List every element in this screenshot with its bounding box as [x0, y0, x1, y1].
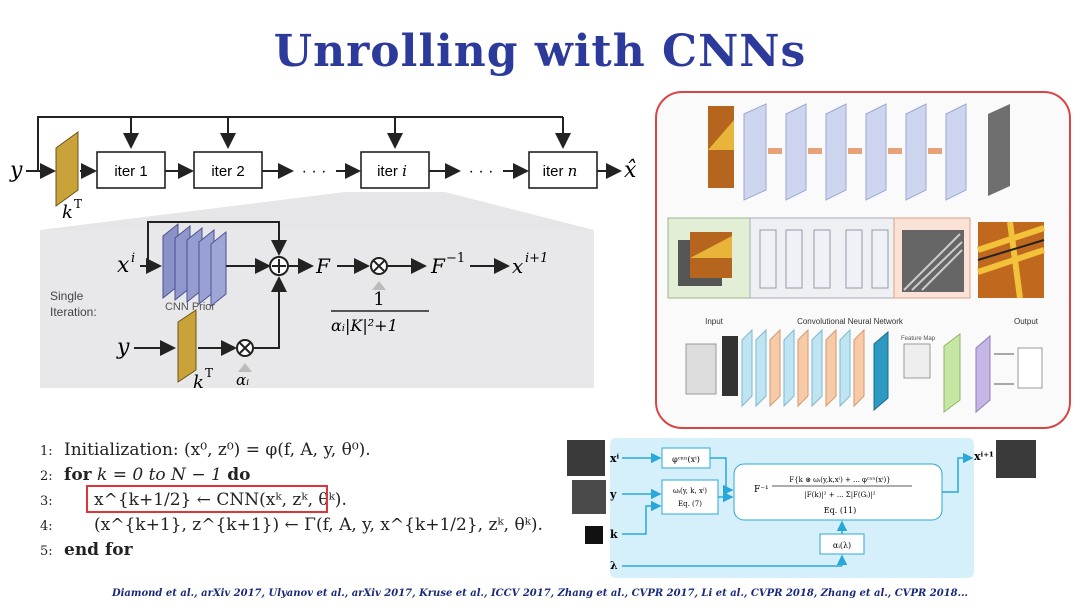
kernel-kt-sup: T — [74, 197, 82, 211]
panel3-cnn-label: Convolutional Neural Network — [797, 317, 904, 326]
fraction-numerator: 1 — [373, 289, 384, 310]
omega-box-label: ωᵢ(y, k, xⁱ) — [673, 487, 707, 495]
xi-sup: i — [131, 251, 135, 266]
formula-numerator: F{k ⊛ ωᵢ(y,k,xⁱ) + ... φᶜⁿⁿ(xⁱ)} — [789, 476, 890, 484]
x-next-sup: i+1 — [525, 251, 548, 266]
highlight-box — [86, 485, 328, 513]
cnn-prior-label: CNN Prior — [165, 301, 215, 313]
iter-2-label: iter 2 — [211, 163, 244, 180]
formula-eq-ref: Eq. (11) — [824, 506, 856, 515]
iter-ellipsis-2: · · · — [469, 163, 494, 180]
formula-denominator: |F(k)|² + ... Σ|F(Gᵢ)|² — [804, 491, 875, 499]
lower-kernel-block — [177, 309, 197, 383]
iter-ellipsis-1: · · · — [302, 163, 327, 180]
algorithm-line-2: 2:for k = 0 to N − 1 do — [40, 465, 251, 485]
algorithm-line-5: 5:end for — [40, 540, 133, 560]
diagram-lambda-label: λ — [610, 559, 618, 572]
single-iteration-label-2: Iteration: — [50, 305, 97, 319]
algorithm-block: 1:Initialization: (x⁰, z⁰) = φ(f, A, y, … — [40, 440, 543, 565]
diagram-k-label: k — [610, 528, 618, 541]
lower-kt-sup: T — [205, 366, 213, 380]
iter-i-box — [360, 151, 430, 189]
diagram-xi-label: xⁱ — [610, 452, 620, 465]
omega-box-eq: Eq. (7) — [678, 500, 702, 508]
unrolled-optimization-diagram: xⁱ y k λ xⁱ⁺¹ φᶜⁿⁿ(xⁱ) ωᵢ(y, k, xⁱ) Eq. … — [567, 438, 1036, 578]
slide-title: Unrolling with CNNs — [273, 26, 807, 77]
algorithm-line-1: 1:Initialization: (x⁰, z⁰) = φ(f, A, y, … — [40, 440, 371, 460]
iter-i-label: iter i — [377, 162, 407, 180]
fourier-F-label: F — [315, 254, 331, 278]
input-y-label: y — [9, 158, 23, 183]
algorithm-line-4: 4:(x^{k+1}, z^{k+1}) ← Γ(f, A, y, x^{k+1… — [40, 515, 543, 535]
input-y-thumb — [572, 480, 606, 514]
kernel-kt-block — [55, 131, 79, 207]
algorithm-line-3: 3:x^{k+1/2} ← CNN(xᵏ, zᵏ, θᵏ). — [40, 490, 347, 510]
inverse-fourier-label: F — [430, 254, 446, 278]
fourier-inverse-op: F⁻¹ — [754, 485, 769, 495]
iter-2-box — [193, 151, 263, 189]
alpha-box-label: αᵢ(λ) — [833, 541, 851, 550]
panel1-layers — [743, 103, 1010, 201]
input-xi-thumb — [567, 440, 605, 476]
feature-map-label: Feature Map — [901, 336, 936, 342]
kernel-kt-label: k — [62, 202, 73, 223]
panel3-output-label: Output — [1014, 317, 1039, 326]
iter-1-box — [96, 151, 166, 189]
alpha-label: αᵢ — [236, 371, 249, 389]
output-thumb — [996, 440, 1036, 478]
iter-n-box — [528, 151, 598, 189]
references-footer: Diamond et al., arXiv 2017, Ulyanov et a… — [111, 588, 969, 599]
lower-kt-label: k — [193, 372, 204, 393]
panel3-input-label: Input — [705, 317, 724, 326]
single-iteration-label-1: Single — [50, 289, 84, 303]
single-iteration-panel: Single Iteration: x i CNN Prior F 1 — [40, 192, 594, 393]
x-next-label: x — [512, 254, 523, 278]
iter-1-label: iter 1 — [114, 163, 147, 180]
output-xhat-label: x̂ — [624, 158, 637, 183]
cnn-prior-stack — [162, 222, 227, 308]
cnn-architectures-panel: Input Convolutional Neural Network Outpu… — [655, 91, 1071, 429]
diagram-y-label: y — [609, 488, 617, 501]
iter-n-label: iter n — [543, 162, 578, 180]
input-k-thumb — [585, 526, 603, 544]
xi-label: x — [117, 253, 130, 278]
diagram-output-label: xⁱ⁺¹ — [974, 450, 994, 463]
cnn-box-label: φᶜⁿⁿ(xⁱ) — [672, 455, 700, 464]
fraction-denominator: αᵢ|K|²+1 — [331, 316, 398, 335]
unrolled-pipeline: y k T iter 1 iter 2 · · · iter i · · · i… — [9, 116, 637, 223]
inverse-fourier-sup: −1 — [446, 251, 465, 266]
lower-y-label: y — [116, 335, 130, 360]
